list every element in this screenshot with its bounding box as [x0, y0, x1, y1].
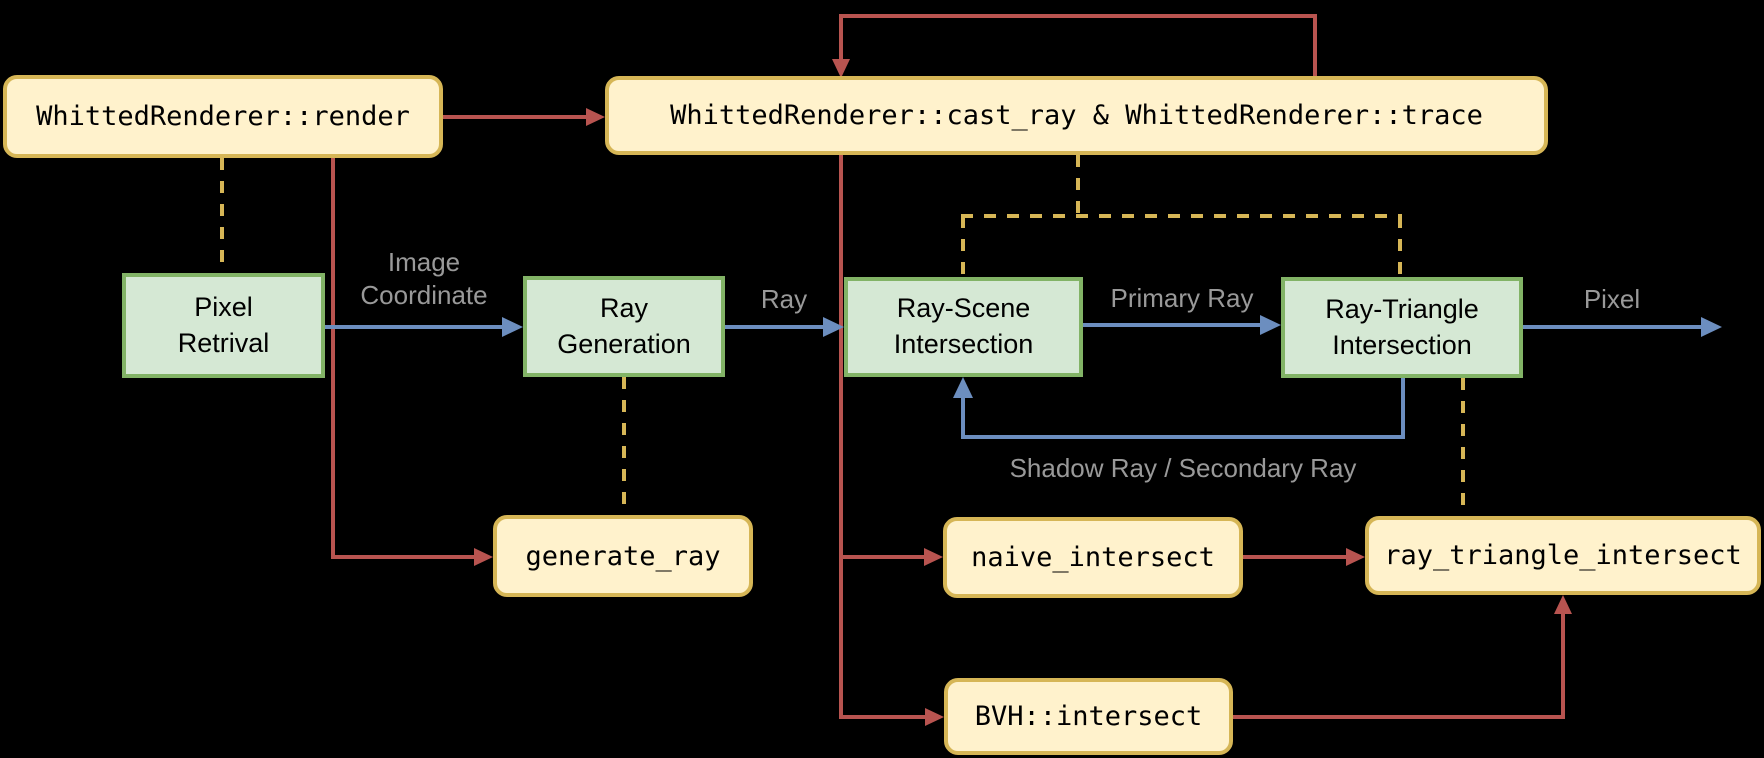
- edge-cast-to-naive-hline: [839, 555, 925, 559]
- edge-raygen-to-rayscene-arrowhead-icon: [823, 317, 844, 337]
- node-bvh-intersect-label: BVH::intersect: [974, 701, 1203, 732]
- edge-bvh-to-rti-vline: [1561, 613, 1565, 717]
- edge-cast-to-bvh-arrowhead-icon: [925, 708, 944, 726]
- node-naive-intersect: naive_intersect: [943, 517, 1243, 598]
- edge-render-to-cast-arrowhead-icon: [586, 108, 605, 126]
- edge-cast-to-naive-arrowhead-icon: [924, 548, 943, 566]
- dashed-link-render-to-pixel-retrival: [220, 158, 224, 273]
- node-ray-generation: Ray Generation: [523, 276, 725, 377]
- node-castray-and-trace-label: WhittedRenderer::cast_ray & WhittedRende…: [670, 100, 1483, 131]
- node-ray-triangle-intersection-label: Ray-Triangle Intersection: [1325, 293, 1479, 360]
- edge-shadow-return-vline-left: [961, 397, 965, 437]
- edge-rayscene-to-raytriangle-arrowhead-icon: [1260, 315, 1281, 335]
- dashed-link-to-ray-triangle: [1398, 216, 1402, 277]
- node-pixel-retrival: Pixel Retrival: [122, 273, 325, 378]
- node-naive-intersect-label: naive_intersect: [971, 542, 1215, 573]
- node-castray-and-trace: WhittedRenderer::cast_ray & WhittedRende…: [605, 76, 1548, 155]
- edge-label-shadow-secondary-ray: Shadow Ray / Secondary Ray: [1009, 453, 1357, 483]
- node-bvh-intersect: BVH::intersect: [944, 678, 1233, 755]
- edge-label-pixel: Pixel: [1583, 284, 1641, 314]
- node-ray-triangle-intersection: Ray-Triangle Intersection: [1281, 277, 1523, 378]
- edge-label-ray: Ray: [760, 284, 808, 314]
- node-whittedrenderer-render-label: WhittedRenderer::render: [36, 101, 410, 132]
- edge-render-to-cast-line: [443, 115, 587, 119]
- edge-pixel-to-raygen-arrowhead-icon: [502, 317, 523, 337]
- dashed-link-to-ray-scene: [961, 216, 965, 277]
- edge-render-to-generate-hline: [331, 555, 475, 559]
- edge-rayscene-to-raytriangle-line: [1083, 323, 1263, 327]
- node-generate-ray: generate_ray: [493, 515, 753, 597]
- edge-bvh-to-rti-hline: [1233, 715, 1565, 719]
- node-ray-scene-intersection-label: Ray-Scene Intersection: [893, 293, 1034, 359]
- edge-cast-down-vline: [839, 155, 843, 719]
- dashed-link-raygen-to-generate-ray: [622, 377, 626, 515]
- edge-selfloop-top-line: [841, 14, 1317, 18]
- node-pixel-retrival-label: Pixel Retrival: [177, 291, 270, 358]
- edge-bvh-to-rti-arrowhead-icon: [1554, 595, 1572, 614]
- edge-selfloop-left-line: [839, 14, 843, 60]
- node-ray-triangle-intersect-func-label: ray_triangle_intersect: [1384, 540, 1742, 571]
- edge-raytriangle-to-pixel-out-line: [1523, 325, 1703, 329]
- edge-shadow-return-arrowhead-icon: [953, 377, 973, 398]
- edge-naive-to-rti-arrowhead-icon: [1346, 548, 1365, 566]
- edge-selfloop-arrowhead-icon: [832, 59, 850, 78]
- dashed-link-cast-trace-horizontal: [961, 214, 1402, 218]
- edge-shadow-return-vline-right: [1401, 378, 1405, 439]
- edge-render-to-generate-vline: [331, 158, 335, 559]
- edge-label-primary-ray: Primary Ray: [1110, 283, 1254, 313]
- node-generate-ray-label: generate_ray: [525, 540, 721, 572]
- dashed-link-cast-trace-stub: [1076, 155, 1080, 216]
- edge-raygen-to-rayscene-line: [725, 325, 825, 329]
- node-ray-triangle-intersect-func: ray_triangle_intersect: [1365, 516, 1761, 595]
- dashed-link-raytriangle-to-rti-func: [1461, 378, 1465, 516]
- node-ray-generation-label: Ray Generation: [557, 292, 691, 359]
- edge-selfloop-right-line: [1313, 14, 1317, 78]
- edge-cast-to-bvh-hline: [839, 715, 925, 719]
- node-ray-scene-intersection: Ray-Scene Intersection: [844, 277, 1083, 377]
- node-whittedrenderer-render: WhittedRenderer::render: [3, 75, 443, 158]
- edge-naive-to-rti-line: [1243, 555, 1346, 559]
- edge-shadow-return-hline: [961, 435, 1405, 439]
- edge-label-image-coordinate: Image Coordinate: [360, 247, 488, 310]
- edge-render-to-generate-arrowhead-icon: [474, 548, 493, 566]
- edge-raytriangle-to-pixel-out-arrowhead-icon: [1701, 317, 1722, 337]
- edge-pixel-to-raygen-line: [325, 325, 505, 329]
